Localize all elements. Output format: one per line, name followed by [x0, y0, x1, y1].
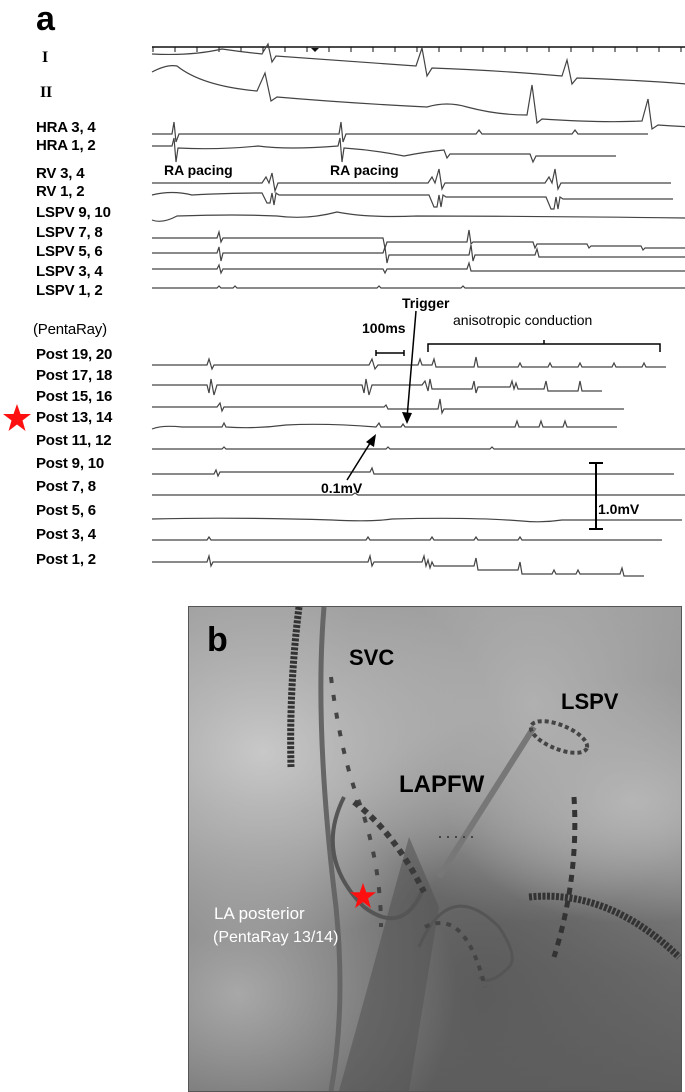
- pentaray-label: Post 5, 6: [36, 502, 96, 519]
- pentaray-label: Post 9, 10: [36, 455, 105, 472]
- channel-label: LSPV 9, 10: [36, 204, 111, 221]
- amplitude-small-label: 0.1mV: [321, 480, 363, 496]
- time-scale-label: 100ms: [362, 320, 406, 336]
- lspv-label: LSPV: [561, 689, 619, 714]
- star-icon: [349, 882, 377, 909]
- pentaray-group-label: (PentaRay): [33, 321, 107, 338]
- channel-label: RV 3, 4: [36, 165, 85, 182]
- ra-pacing-label-1: RA pacing: [164, 162, 233, 178]
- star-icon: [3, 404, 31, 431]
- pentaray-label: Post 7, 8: [36, 478, 96, 495]
- ra-pacing-label-2: RA pacing: [330, 162, 399, 178]
- channel-label: LSPV 7, 8: [36, 224, 103, 241]
- pentaray-label: Post 17, 18: [36, 367, 113, 384]
- channel-label: LSPV 5, 6: [36, 243, 103, 260]
- panel-b-letter: b: [207, 621, 228, 659]
- electrogram-traces: [151, 42, 685, 577]
- pentaray-label: Post 3, 4: [36, 526, 96, 543]
- channel-label: HRA 3, 4: [36, 119, 96, 136]
- panel-a-letter: a: [36, 0, 55, 38]
- pentaray-label: Post 1, 2: [36, 551, 96, 568]
- lead-label-i: I: [42, 49, 49, 66]
- channel-label: LSPV 3, 4: [36, 263, 103, 280]
- trigger-label: Trigger: [402, 295, 450, 311]
- channel-label: HRA 1, 2: [36, 137, 96, 154]
- channel-label: RV 1, 2: [36, 183, 85, 200]
- pentaray-site-label: (PentaRay 13/14): [213, 929, 339, 946]
- fluoroscopy-image: b SVC LSPV LAPFW LA posterior (PentaRay …: [188, 606, 682, 1092]
- anisotropic-conduction-label: anisotropic conduction: [453, 312, 593, 328]
- channel-label: LSPV 1, 2: [36, 282, 103, 299]
- amplitude-scale-label: 1.0mV: [598, 501, 640, 517]
- pentaray-label: Post 15, 16: [36, 388, 113, 405]
- pentaray-label: Post 19, 20: [36, 346, 113, 363]
- pentaray-label-starred: Post 13, 14: [36, 409, 113, 426]
- pentaray-label: Post 11, 12: [36, 432, 112, 449]
- lead-label-ii: II: [40, 84, 53, 101]
- svc-label: SVC: [349, 645, 395, 670]
- la-posterior-label: LA posterior: [214, 904, 305, 923]
- catheter-shapes: [287, 607, 681, 1091]
- lapfw-label: LAPFW: [399, 771, 485, 798]
